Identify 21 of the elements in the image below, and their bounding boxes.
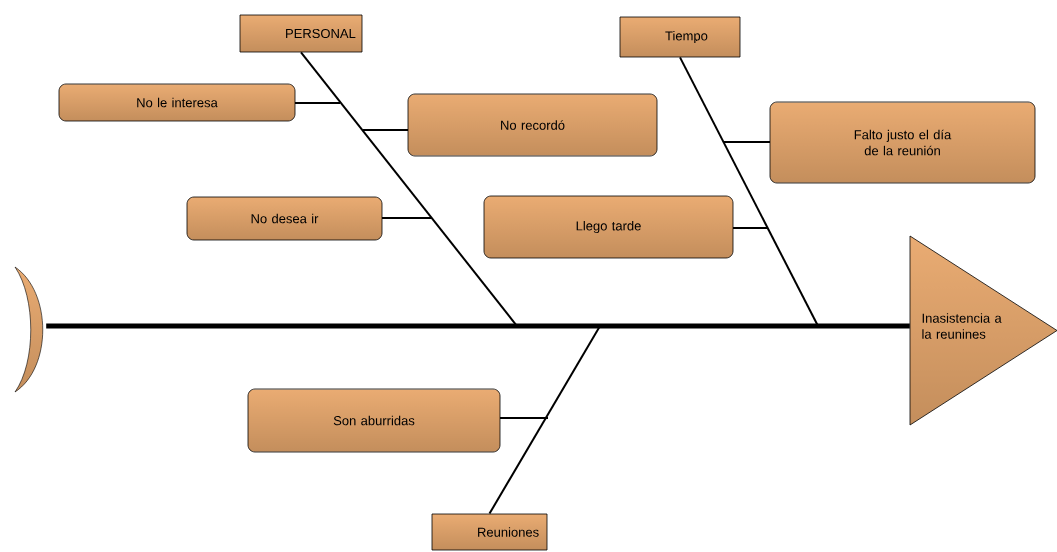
branch-line (732, 227, 768, 229)
cause-box: No le interesa (58, 83, 296, 122)
branch-line (294, 102, 341, 104)
branch-line (499, 417, 549, 419)
cause-box: No recordó (407, 93, 658, 157)
cause-box: Falto justo el día de la reunión (769, 101, 1036, 184)
bone-line (679, 56, 819, 327)
category-box: PERSONAL (239, 14, 363, 53)
cause-box: Llego tarde (483, 195, 734, 259)
cause-box: Son aburridas (247, 388, 501, 453)
branch-line (362, 129, 409, 131)
branch-line (723, 141, 771, 143)
cause-box: No desea ir (186, 196, 383, 241)
category-box: Reuniones (431, 513, 548, 551)
bone-line (300, 51, 518, 327)
branch-line (381, 217, 433, 219)
effect-triangle: Inasistencia a la reunines (909, 235, 1057, 426)
crescent-shape (14, 266, 44, 393)
bone-line (488, 325, 601, 515)
category-box: Tiempo (619, 16, 741, 58)
spine-line (46, 323, 910, 329)
